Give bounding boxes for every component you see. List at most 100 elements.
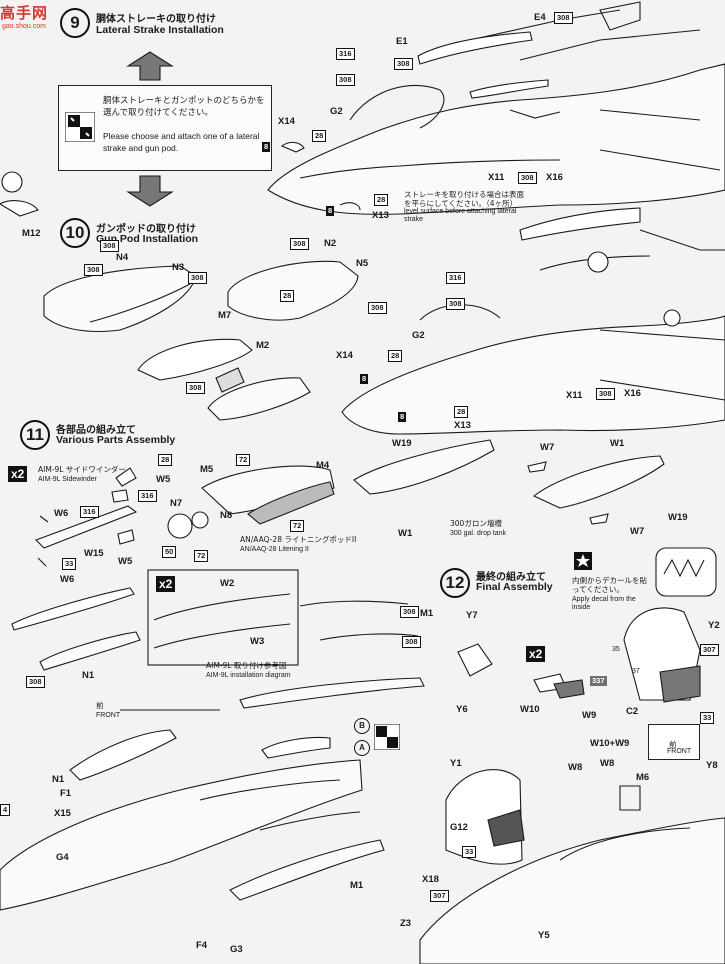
- part-w7b: W7: [630, 526, 645, 537]
- step12-number: 12: [440, 568, 470, 598]
- part-y7: Y7: [466, 610, 478, 621]
- harrier-nose-12: [419, 817, 725, 964]
- paint-308: 308: [26, 676, 45, 688]
- part-n5: N5: [356, 258, 369, 269]
- part-n1b: N1: [52, 774, 65, 785]
- step11-number: 11: [20, 420, 50, 450]
- paint-308: 308: [446, 298, 465, 310]
- step10-title-jp: ガンポッドの取り付け: [96, 224, 196, 235]
- paint-28: 28: [374, 194, 389, 206]
- paint-316: 316: [138, 490, 157, 502]
- part-n7: N7: [170, 498, 183, 509]
- part-w15: W15: [84, 548, 104, 559]
- part-m5: M5: [200, 464, 214, 475]
- part-w8: W8: [568, 762, 583, 773]
- part-x18: X18: [422, 874, 439, 885]
- part-y8: Y8: [706, 760, 718, 771]
- aim-diagram-en: AIM-9L installation diagram: [206, 672, 291, 679]
- paint-28: 28: [388, 350, 403, 362]
- watermark-url: gao.shou.com: [2, 23, 46, 30]
- watermark-text: 高手网: [0, 4, 49, 22]
- part-w1: W1: [610, 438, 625, 449]
- paint-8: 8: [262, 142, 271, 152]
- litening-en: AN/AAQ-28 Litening II: [240, 546, 309, 553]
- paint-72: 72: [236, 454, 251, 466]
- part-w9: W9: [582, 710, 597, 721]
- part-x15: X15: [54, 808, 71, 819]
- paint-35: 35: [612, 646, 620, 653]
- part-x13-10: X13: [454, 420, 471, 431]
- paint-307: 307: [430, 890, 449, 902]
- paint-316: 316: [336, 48, 355, 60]
- part-c2: C2: [626, 706, 639, 717]
- part-w7: W7: [540, 442, 555, 453]
- part-w19: W19: [392, 438, 412, 449]
- multiplier-badge: x2: [526, 646, 546, 662]
- part-w19b: W19: [668, 512, 688, 523]
- part-g2-10: G2: [412, 330, 425, 341]
- part-n3: N3: [172, 262, 185, 273]
- harrier-fuselage-9: [267, 63, 725, 215]
- part-m12: M12: [22, 228, 41, 239]
- strake-e4: [469, 79, 549, 99]
- strake-e1: [417, 31, 533, 65]
- paint-316: 316: [446, 272, 465, 284]
- step11-title-en: Various Parts Assembly: [56, 434, 176, 446]
- step10-title-en: Gun Pod Installation: [96, 233, 199, 245]
- litening-jp: AN/AAQ-28 ライトニングポッドII: [240, 535, 357, 544]
- part-x11: X11: [488, 172, 505, 183]
- part-e4: E4: [534, 12, 546, 23]
- paint-72: 72: [290, 520, 305, 532]
- part-w6: W6: [54, 508, 69, 519]
- drop-tank-2: [532, 455, 665, 509]
- gunpod-m2: [137, 338, 253, 381]
- paint-308: 308: [394, 58, 413, 70]
- part-g3: G3: [230, 944, 243, 955]
- step11-title-jp: 各部品の組み立て: [56, 425, 136, 436]
- paint-33: 33: [700, 712, 715, 724]
- paint-308: 308: [554, 12, 573, 24]
- paint-308: 308: [100, 240, 119, 252]
- paint-308: 308: [336, 74, 355, 86]
- decal-note-jp: 内側からデカールを貼ってください。: [572, 576, 647, 594]
- paint-308: 308: [84, 264, 103, 276]
- paint-308: 308: [368, 302, 387, 314]
- note-text-jp: 胴体ストレーキとガンポットのどちらかを選んで取り付けてください。: [103, 95, 265, 117]
- paint-28: 28: [280, 290, 295, 302]
- part-y2: Y2: [708, 620, 720, 631]
- part-n4: N4: [116, 252, 129, 263]
- drop-tank-1: [353, 439, 495, 495]
- strake-note-jp: ストレーキを取り付ける場合は表面を平らにしてください。（4ヶ所）: [404, 190, 524, 208]
- paint-308: 308: [188, 272, 207, 284]
- step10-number: 10: [60, 218, 90, 248]
- part-x13: X13: [372, 210, 389, 221]
- part-n8: N8: [220, 510, 233, 521]
- paint-308: 308: [518, 172, 537, 184]
- paint-308: 308: [400, 606, 419, 618]
- paint-8: 8: [398, 412, 407, 422]
- part-w10: W10: [520, 704, 540, 715]
- front-jp: 前: [669, 740, 677, 749]
- paint-33: 33: [462, 846, 477, 858]
- part-m2: M2: [256, 340, 270, 351]
- step12-title-en: Final Assembly: [476, 581, 553, 593]
- paint-8: 8: [360, 374, 369, 384]
- part-f4: F4: [196, 940, 208, 951]
- part-g2: G2: [330, 106, 343, 117]
- decal-note-en: Apply decal from the inside: [572, 596, 636, 611]
- part-x14: X14: [278, 116, 295, 127]
- paint-33: 33: [62, 558, 77, 570]
- paint-28: 28: [454, 406, 469, 418]
- paint-307: 307: [700, 644, 719, 656]
- sidewinder-jp: AIM-9L サイドワインダー: [38, 465, 126, 474]
- part-w5b: W5: [118, 556, 133, 567]
- paint-337: 337: [590, 676, 607, 686]
- part-y5: Y5: [538, 930, 550, 941]
- paint-28: 28: [312, 130, 327, 142]
- tank-en: 300 gal. drop tank: [450, 530, 507, 537]
- watermark-logo: 高手网 gao.shou.com: [0, 2, 70, 36]
- part-z3: Z3: [400, 918, 412, 929]
- part-w5: W5: [156, 474, 171, 485]
- step9-title-en: Lateral Strake Installation: [96, 24, 224, 36]
